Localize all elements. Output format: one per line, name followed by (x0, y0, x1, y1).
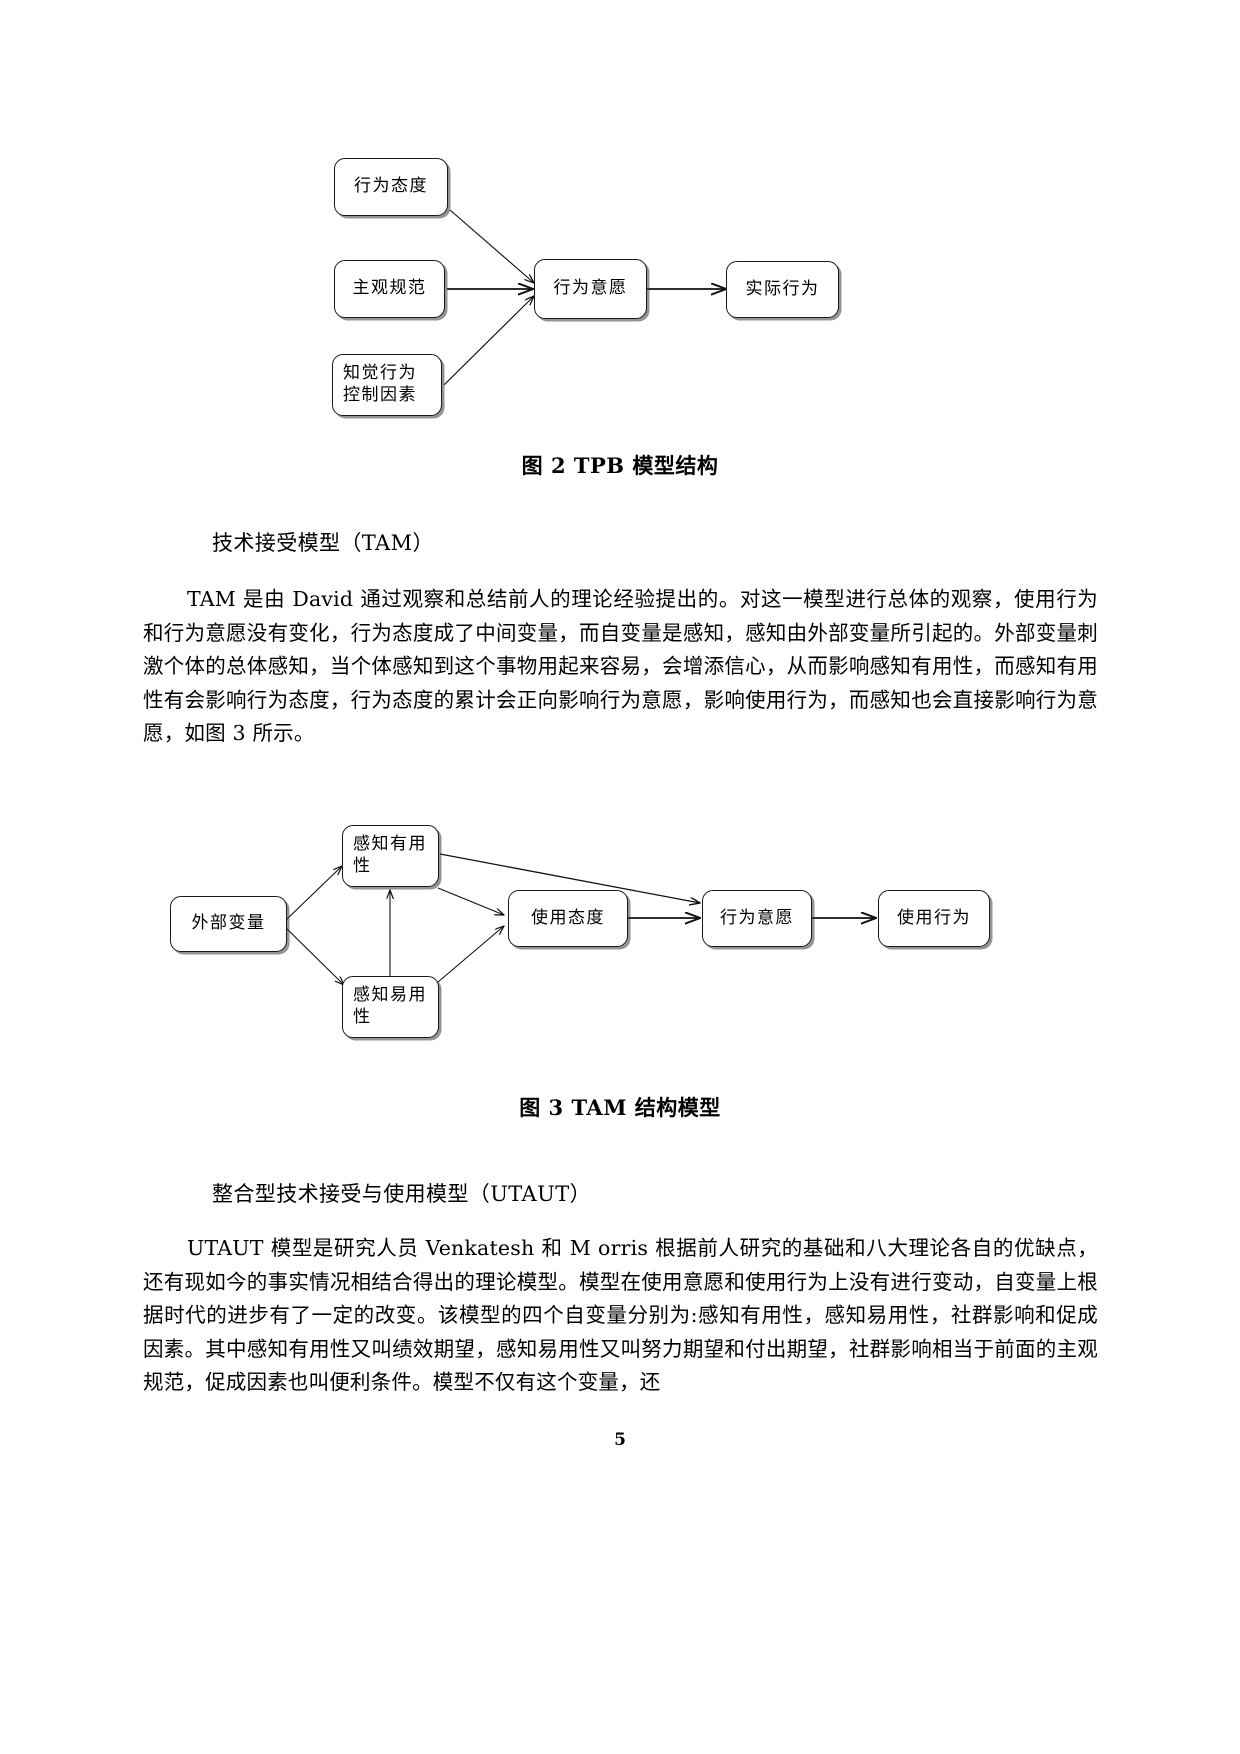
node-perceived-ease-of-use: 感知易用 性 (342, 976, 439, 1038)
node-behavioral-intention: 行为意愿 (702, 890, 812, 947)
node-usage-attitude: 使用态度 (508, 890, 628, 947)
figure-tpb-diagram: 行为态度 主观规范 知觉行为 控制因素 行为意愿 实际行为 (0, 0, 1240, 500)
node-subjective-norm: 主观规范 (334, 260, 445, 318)
node-label: 行为态度 (354, 176, 428, 197)
figure-tam-caption: 图 3 TAM 结构模型 (519, 1095, 721, 1120)
node-label: 外部变量 (191, 913, 266, 934)
node-label-line1: 感知易用 (353, 985, 427, 1006)
node-actual-behavior: 实际行为 (726, 261, 839, 318)
page-number: 5 (614, 1430, 626, 1450)
node-label-line2: 性 (353, 856, 372, 876)
paragraph-text: TAM 是由 David 通过观察和总结前人的理论经验提出的。对这一模型进行总体… (143, 587, 1098, 745)
node-usage-behavior: 使用行为 (878, 890, 990, 947)
node-label-line2: 控制因素 (343, 385, 417, 405)
node-label-line1: 知觉行为 (343, 363, 417, 384)
node-label: 实际行为 (745, 278, 820, 299)
section-heading-tam: 技术接受模型（TAM） (212, 531, 434, 555)
edge-external-to-usefulness (285, 866, 342, 921)
paragraph-tam: TAM 是由 David 通过观察和总结前人的理论经验提出的。对这一模型进行总体… (143, 583, 1098, 751)
node-label: 主观规范 (352, 278, 427, 299)
edge-ease-to-attitude (437, 926, 504, 983)
node-perceived-usefulness: 感知有用 性 (342, 825, 439, 887)
edge-attitude-to-intention (449, 209, 534, 283)
figure-tpb-arrows (443, 209, 1240, 386)
figure-tpb-caption: 图 2 TPB 模型结构 (521, 453, 719, 478)
edge-control-to-intention (443, 296, 534, 386)
node-label-line1: 感知有用 (353, 834, 427, 855)
figure-tam-diagram: 外部变量 感知有用 性 感知易用 性 使用态度 行为意愿 使用行为 (0, 800, 1240, 1080)
paragraph-utaut: UTAUT 模型是研究人员 Venkatesh 和 M orris 根据前人研究… (143, 1232, 1098, 1400)
node-label: 使用态度 (531, 907, 605, 928)
node-behavioral-intention: 行为意愿 (534, 259, 647, 319)
node-external-variables: 外部变量 (170, 896, 287, 952)
paragraph-text: UTAUT 模型是研究人员 Venkatesh 和 M orris 根据前人研究… (143, 1236, 1098, 1394)
edge-external-to-ease (285, 927, 344, 985)
section-heading-utaut: 整合型技术接受与使用模型（UTAUT） (212, 1182, 592, 1206)
node-label: 行为意愿 (720, 907, 794, 928)
edge-usefulness-to-attitude (437, 887, 504, 915)
node-label-line2: 性 (353, 1007, 372, 1027)
node-label: 使用行为 (897, 907, 971, 928)
node-perceived-behavior-control: 知觉行为 控制因素 (332, 354, 442, 416)
node-label: 行为意愿 (553, 278, 628, 299)
node-behavioral-attitude: 行为态度 (334, 158, 448, 216)
